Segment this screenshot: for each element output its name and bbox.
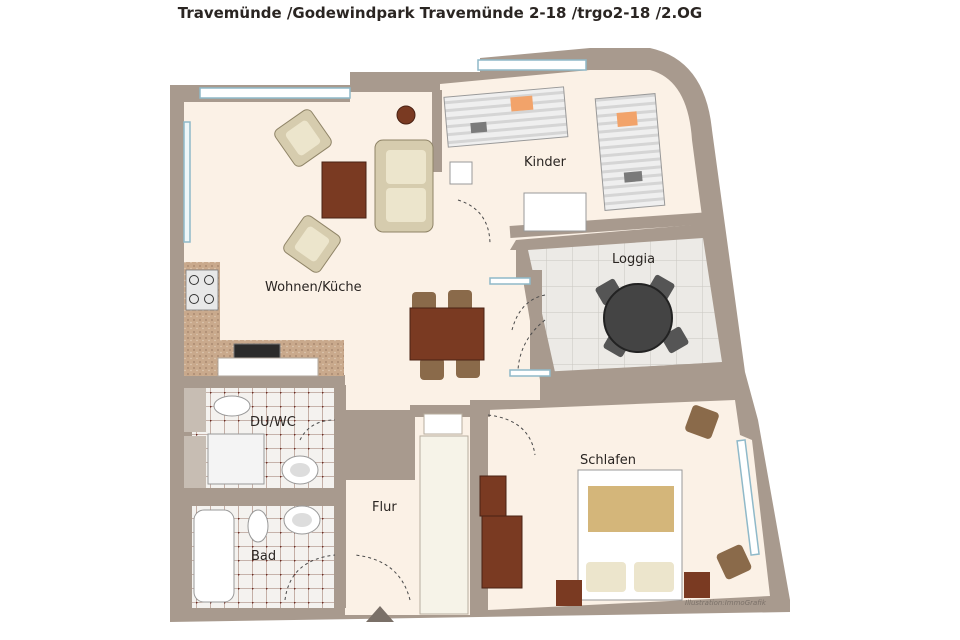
armchair-bottom-icon — [283, 215, 341, 273]
wardrobe-icon — [419, 435, 469, 615]
bathtub-icon — [193, 509, 235, 603]
stove-icon — [185, 269, 219, 311]
small-cabinet-icon — [479, 475, 507, 517]
double-bed-icon — [577, 469, 683, 601]
shoe-cabinet-icon — [423, 413, 463, 435]
kinder-nightstand-icon — [449, 161, 473, 185]
room-label-bad: Bad — [251, 549, 276, 564]
cabinet-row — [217, 357, 319, 377]
toilet-icon — [247, 509, 269, 543]
kitchen-sink-icon — [233, 343, 281, 359]
sofa-icon — [374, 139, 434, 233]
dining-table-icon — [409, 290, 485, 380]
loggia-table-icon — [595, 274, 689, 358]
room-label-wohnen: Wohnen/Küche — [265, 280, 362, 295]
room-label-kinder: Kinder — [524, 155, 567, 170]
room-label-loggia: Loggia — [612, 252, 655, 267]
shower-area-icon — [207, 433, 265, 485]
nightstand-left-icon — [556, 580, 582, 606]
side-table-icon — [396, 105, 416, 125]
windows — [183, 59, 760, 556]
bedroom-chair-icon — [685, 405, 719, 439]
kinder-bed-top-icon — [443, 86, 569, 148]
room-label-duwc: DU/WC — [250, 415, 296, 430]
plan-title: Travemünde /Godewindpark Travemünde 2-18… — [177, 4, 703, 22]
washbasin-bad-icon — [283, 505, 321, 535]
entrance-arrow-icon — [366, 606, 394, 622]
nightstand-right-icon — [684, 572, 710, 598]
illustration-credit: Illustration:ImmoGrafik — [685, 599, 767, 607]
bedroom-armchair-icon — [716, 544, 752, 580]
interior-walls — [184, 90, 741, 610]
door-swings — [284, 199, 546, 601]
shower-tray-icon — [213, 395, 251, 417]
kinder-bed-right-icon — [594, 93, 666, 211]
room-label-schlafen: Schlafen — [580, 453, 636, 468]
room-label-flur: Flur — [372, 500, 397, 515]
washbasin-duwc-icon — [281, 455, 319, 485]
coffee-table-icon — [321, 161, 367, 219]
armchair-top-icon — [274, 109, 332, 167]
dresser-icon — [481, 515, 523, 589]
kinder-desk-icon — [523, 192, 587, 232]
